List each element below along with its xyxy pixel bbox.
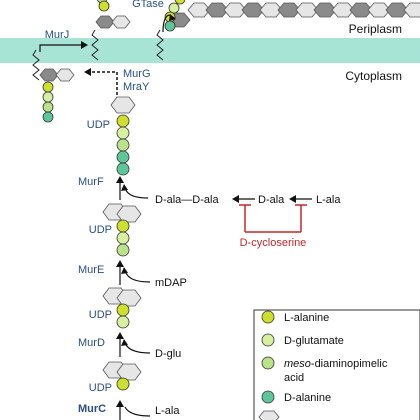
lipid-tail-gtase bbox=[156, 29, 164, 61]
ddl-arrowhead bbox=[232, 195, 239, 203]
murc-label: MurC bbox=[78, 403, 106, 415]
legend-swatch-l-alanine bbox=[261, 310, 275, 324]
svg-text:UDP: UDP bbox=[87, 119, 110, 131]
murd-substrate-arrow bbox=[124, 342, 151, 354]
mdap-label: mDAP bbox=[155, 277, 187, 289]
legend-label-meso-dap-line2: acid bbox=[284, 372, 304, 384]
udp-pentapeptide: UDP bbox=[87, 96, 136, 176]
lipid-ii-cytoplasm bbox=[39, 68, 75, 123]
dglu-label: D-glu bbox=[155, 348, 181, 360]
legend-swatch-d-alanine bbox=[261, 390, 275, 404]
cycloserine-inhibition bbox=[239, 204, 307, 233]
legend-label-l-alanine: L-alanine bbox=[284, 312, 329, 324]
legend-label-d-alanine: D-alanine bbox=[284, 392, 331, 404]
murj-arrowhead bbox=[81, 41, 88, 49]
legend-label-meso-dap: meso-diaminopimelic bbox=[284, 358, 388, 370]
murg-mray-arrow bbox=[90, 71, 118, 100]
lipid-tail-flipped bbox=[91, 29, 99, 61]
mure-label: MurE bbox=[78, 264, 104, 276]
legend-swatch-meso-dap bbox=[261, 356, 275, 370]
udp-dipeptide: UDP bbox=[89, 287, 142, 329]
mray-label: MraY bbox=[123, 81, 150, 93]
murd-substrate-arrowhead bbox=[121, 339, 128, 346]
alr-arrowhead bbox=[289, 195, 296, 203]
glycan-strand bbox=[167, 2, 420, 28]
murj-arrow bbox=[39, 44, 85, 52]
periplasm-peptide-chain bbox=[96, 0, 186, 32]
lipid-ii-periplasm bbox=[95, 15, 131, 29]
periplasm-label: Periplasm bbox=[349, 22, 402, 36]
dala-label: D-ala bbox=[258, 194, 285, 206]
svg-text:UDP: UDP bbox=[89, 224, 112, 236]
legend-swatch-d-glutamate bbox=[261, 333, 275, 347]
murf-substrate-arrowhead bbox=[121, 184, 128, 191]
svg-text:UDP: UDP bbox=[89, 382, 112, 394]
legend-label-d-glutamate: D-glutamate bbox=[284, 335, 344, 347]
legend: L-alanine D-glutamate meso-diaminopimeli… bbox=[253, 309, 420, 420]
murj-label: MurJ bbox=[45, 29, 69, 41]
d-cycloserine-label: D-cycloserine bbox=[240, 237, 307, 249]
murc-arrowhead bbox=[116, 400, 124, 407]
murg-label: MurG bbox=[123, 68, 151, 80]
mure-substrate-arrow bbox=[124, 270, 151, 283]
mure-arrowhead bbox=[116, 260, 124, 267]
mure-substrate-arrowhead bbox=[121, 267, 128, 274]
murd-arrowhead bbox=[116, 332, 124, 339]
lala-label: L-ala bbox=[316, 194, 341, 206]
dala-dala-label: D-ala—D-ala bbox=[155, 194, 219, 206]
murf-label: MurF bbox=[78, 176, 104, 188]
svg-text:UDP: UDP bbox=[89, 309, 112, 321]
membrane-band bbox=[0, 38, 420, 63]
legend-box bbox=[253, 309, 420, 420]
udp-tripeptide: UDP bbox=[89, 203, 142, 257]
murf-substrate-arrow bbox=[124, 187, 149, 199]
lipid-tail-cytoplasm bbox=[32, 49, 40, 81]
murd-label: MurD bbox=[78, 337, 105, 349]
murf-arrowhead bbox=[116, 176, 124, 183]
gtase-label: GTase bbox=[132, 0, 164, 10]
udp-monopeptide: UDP bbox=[89, 361, 142, 394]
murc-substrate-arrow bbox=[124, 406, 151, 417]
lala-bottom-label: L-ala bbox=[155, 405, 180, 417]
gtase-arrowhead bbox=[169, 14, 176, 21]
murg-mray-arrowhead bbox=[84, 68, 91, 76]
legend-swatch-sugar bbox=[258, 410, 280, 420]
cytoplasm-label: Cytoplasm bbox=[345, 69, 402, 83]
